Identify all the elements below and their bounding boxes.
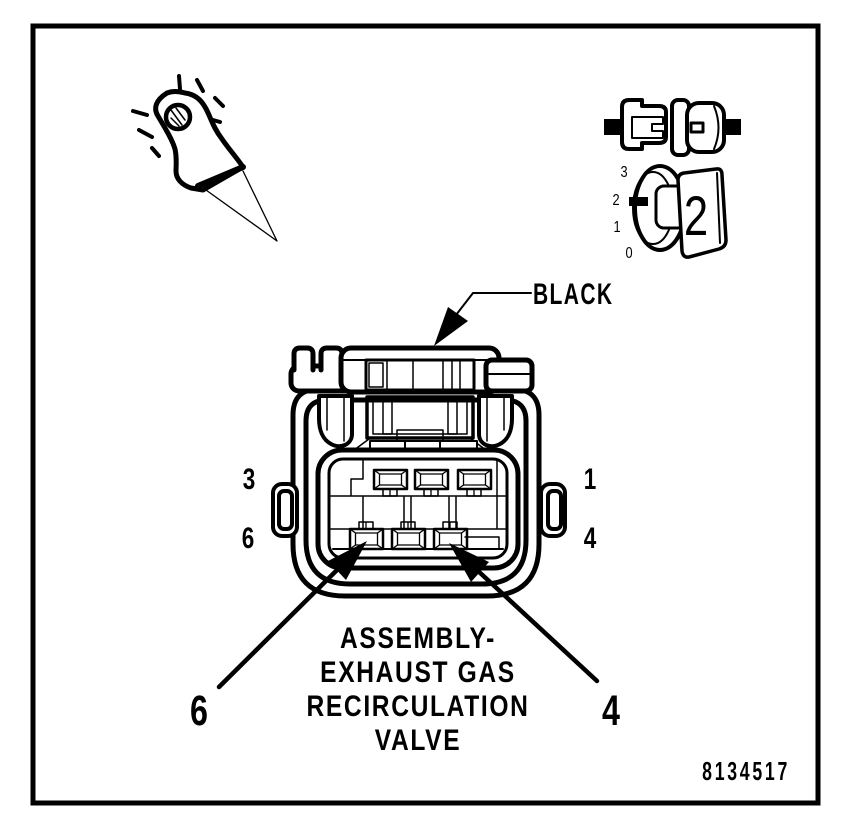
wire-stub-left	[604, 119, 622, 135]
right-hook-lines	[486, 397, 505, 442]
caption-line-3: RECIRCULATION	[306, 689, 529, 723]
terminal-pin1	[456, 468, 493, 497]
figure-border	[30, 23, 821, 806]
caption-line-2: EXHAUST GAS	[320, 655, 516, 689]
tool-blade	[205, 170, 278, 242]
black-callout-label: BLACK	[533, 279, 613, 311]
left-hook-lines	[326, 397, 345, 442]
gauge-scale-3: 3	[620, 164, 627, 182]
pin4-arrow: 4	[449, 543, 620, 735]
gauge-scale-1: 1	[613, 219, 620, 237]
terminal-pin3	[372, 468, 409, 497]
center-window-inner	[372, 400, 468, 435]
terminal-pin2	[413, 468, 450, 497]
cavity-outer	[315, 447, 521, 571]
right-ear	[539, 482, 567, 538]
caption-line-4: VALVE	[375, 723, 462, 757]
right-hook	[477, 394, 514, 449]
pin6-arrow-shaft	[216, 566, 341, 690]
left-hook	[317, 394, 354, 449]
black-callout-arrowhead	[434, 307, 468, 346]
black-callout: BLACK	[434, 279, 613, 346]
pin-label-4: 4	[584, 521, 597, 555]
gauge-scale-0: 0	[625, 245, 632, 263]
left-ear	[271, 482, 299, 538]
connector-face-drawing: 3 1 6 4	[242, 345, 597, 599]
gauge-plate-contour	[716, 172, 721, 244]
center-window-bar-left	[382, 400, 393, 435]
pin-label-3: 3	[243, 462, 256, 496]
pin6-arrow-label: 6	[190, 688, 208, 736]
adapter-body-contour	[713, 105, 720, 150]
tool-eyelet-hatch	[170, 107, 186, 127]
pin6-arrowhead	[328, 541, 367, 580]
latch-window-dividers	[386, 359, 461, 391]
pin4-arrowhead	[449, 543, 489, 582]
center-window-bar-right	[447, 400, 458, 435]
gauge-value: 2	[684, 185, 708, 247]
gauge-tick-marker	[629, 197, 648, 206]
adapter-terminal-slot	[689, 121, 705, 134]
pick-tool-icon	[131, 74, 278, 242]
caption-line-1: ASSEMBLY-	[340, 621, 496, 655]
pin4-arrow-label: 4	[602, 688, 620, 736]
pin-label-1: 1	[584, 462, 597, 496]
cavity-inner	[327, 457, 509, 560]
latch-window-cell	[368, 362, 384, 388]
figure-caption: ASSEMBLY- EXHAUST GAS RECIRCULATION VALV…	[306, 621, 529, 757]
latch-right-block	[483, 357, 535, 394]
part-number: 8134517	[702, 757, 790, 786]
terminal-pin5	[390, 521, 427, 551]
pin-label-6: 6	[242, 521, 255, 555]
terminal-pin6	[348, 521, 385, 551]
gauge-plate	[676, 167, 728, 259]
adapter-female-body	[685, 101, 726, 154]
latch-window	[364, 358, 476, 392]
center-window	[365, 395, 475, 440]
terminal-test-adapter-icon	[604, 98, 741, 157]
latch-bump-1	[291, 345, 316, 373]
pin6-arrow: 6	[190, 541, 367, 735]
adapter-key-slot	[631, 116, 664, 139]
wire-stub-right	[723, 119, 741, 135]
black-callout-leader	[455, 292, 532, 316]
tool-ferrule	[195, 164, 246, 189]
gauge-scale-2: 2	[612, 192, 619, 210]
pin4-arrow-shaft	[474, 567, 600, 684]
terminal-gauge-icon: 3 2 1 0 2	[612, 164, 728, 263]
